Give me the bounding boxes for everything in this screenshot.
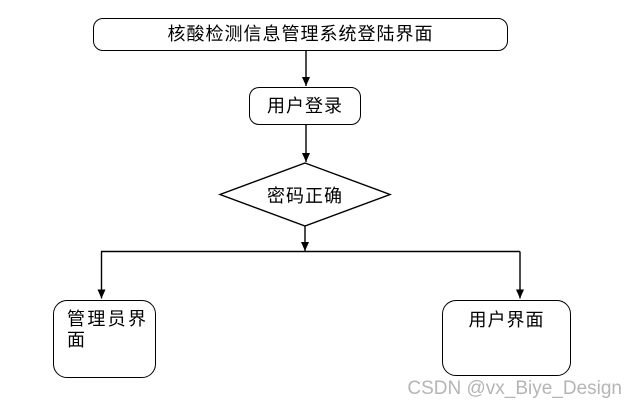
node-user-login: 用户登录 <box>249 87 361 125</box>
node-password-correct-label: 密码正确 <box>267 185 343 206</box>
node-login-screen: 核酸检测信息管理系统登陆界面 <box>93 18 508 51</box>
node-user-interface-label: 用户界面 <box>468 310 545 330</box>
node-user-login-label: 用户登录 <box>267 95 343 116</box>
node-user-interface: 用户界面 <box>442 300 571 376</box>
node-admin-interface: 管理员界面 <box>53 300 156 378</box>
csdn-watermark: CSDN @vx_Biye_Design <box>407 378 622 399</box>
node-password-correct: 密码正确 <box>220 163 390 226</box>
decision-diamond-shape <box>217 162 393 227</box>
node-login-screen-label: 核酸检测信息管理系统登陆界面 <box>167 24 434 44</box>
node-admin-interface-label: 管理员界面 <box>67 309 147 350</box>
